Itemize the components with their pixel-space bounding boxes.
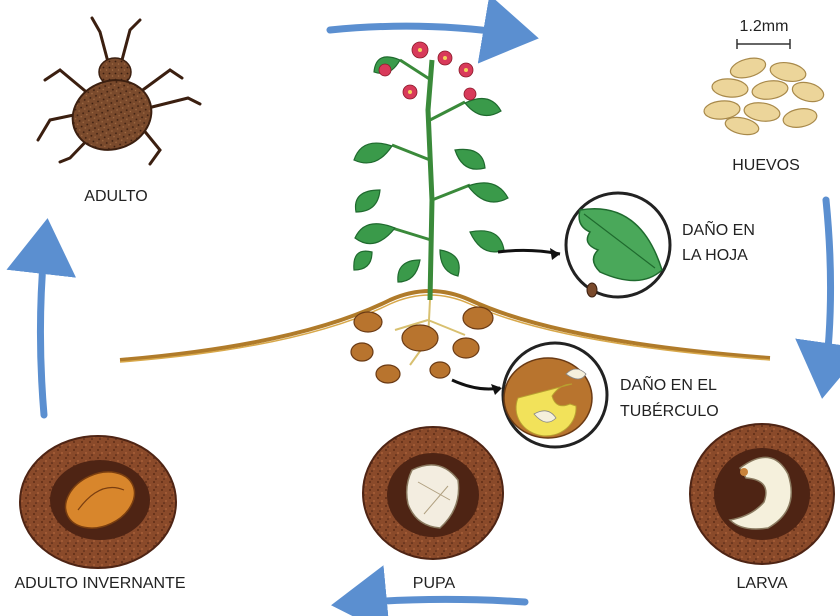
label-larva: LARVA <box>737 575 788 592</box>
label-adult: ADULTO <box>84 188 147 205</box>
label-overwintering-adult: ADULTO INVERNANTE <box>15 575 186 592</box>
arrow-pupa-to-overwintering <box>40 232 46 415</box>
label-egg-scale: 1.2mm <box>740 18 789 35</box>
overwintering-adult-illustration <box>20 436 176 568</box>
tuber-damage-illustration <box>503 343 607 447</box>
label-leaf-damage-line2: LA HOJA <box>682 247 748 264</box>
eggs-illustration <box>703 39 826 137</box>
label-leaf-damage-line1: DAÑO EN <box>682 219 755 239</box>
adult-beetle-illustration <box>38 18 200 164</box>
leaf-damage-illustration <box>566 193 670 297</box>
pupa-illustration <box>363 427 503 559</box>
label-eggs: HUEVOS <box>732 157 800 174</box>
arrow-eggs-to-larva <box>824 200 831 385</box>
arrow-adult-to-eggs <box>330 26 525 36</box>
soil-surface-line <box>120 291 770 360</box>
potato-plant-illustration <box>351 42 508 383</box>
label-pupa: PUPA <box>413 575 456 592</box>
larva-illustration <box>690 424 834 564</box>
label-tuber-damage-line2: TUBÉRCULO <box>620 401 719 420</box>
arrow-larva-to-pupa <box>345 599 525 604</box>
label-tuber-damage-line1: DAÑO EN EL <box>620 374 717 394</box>
